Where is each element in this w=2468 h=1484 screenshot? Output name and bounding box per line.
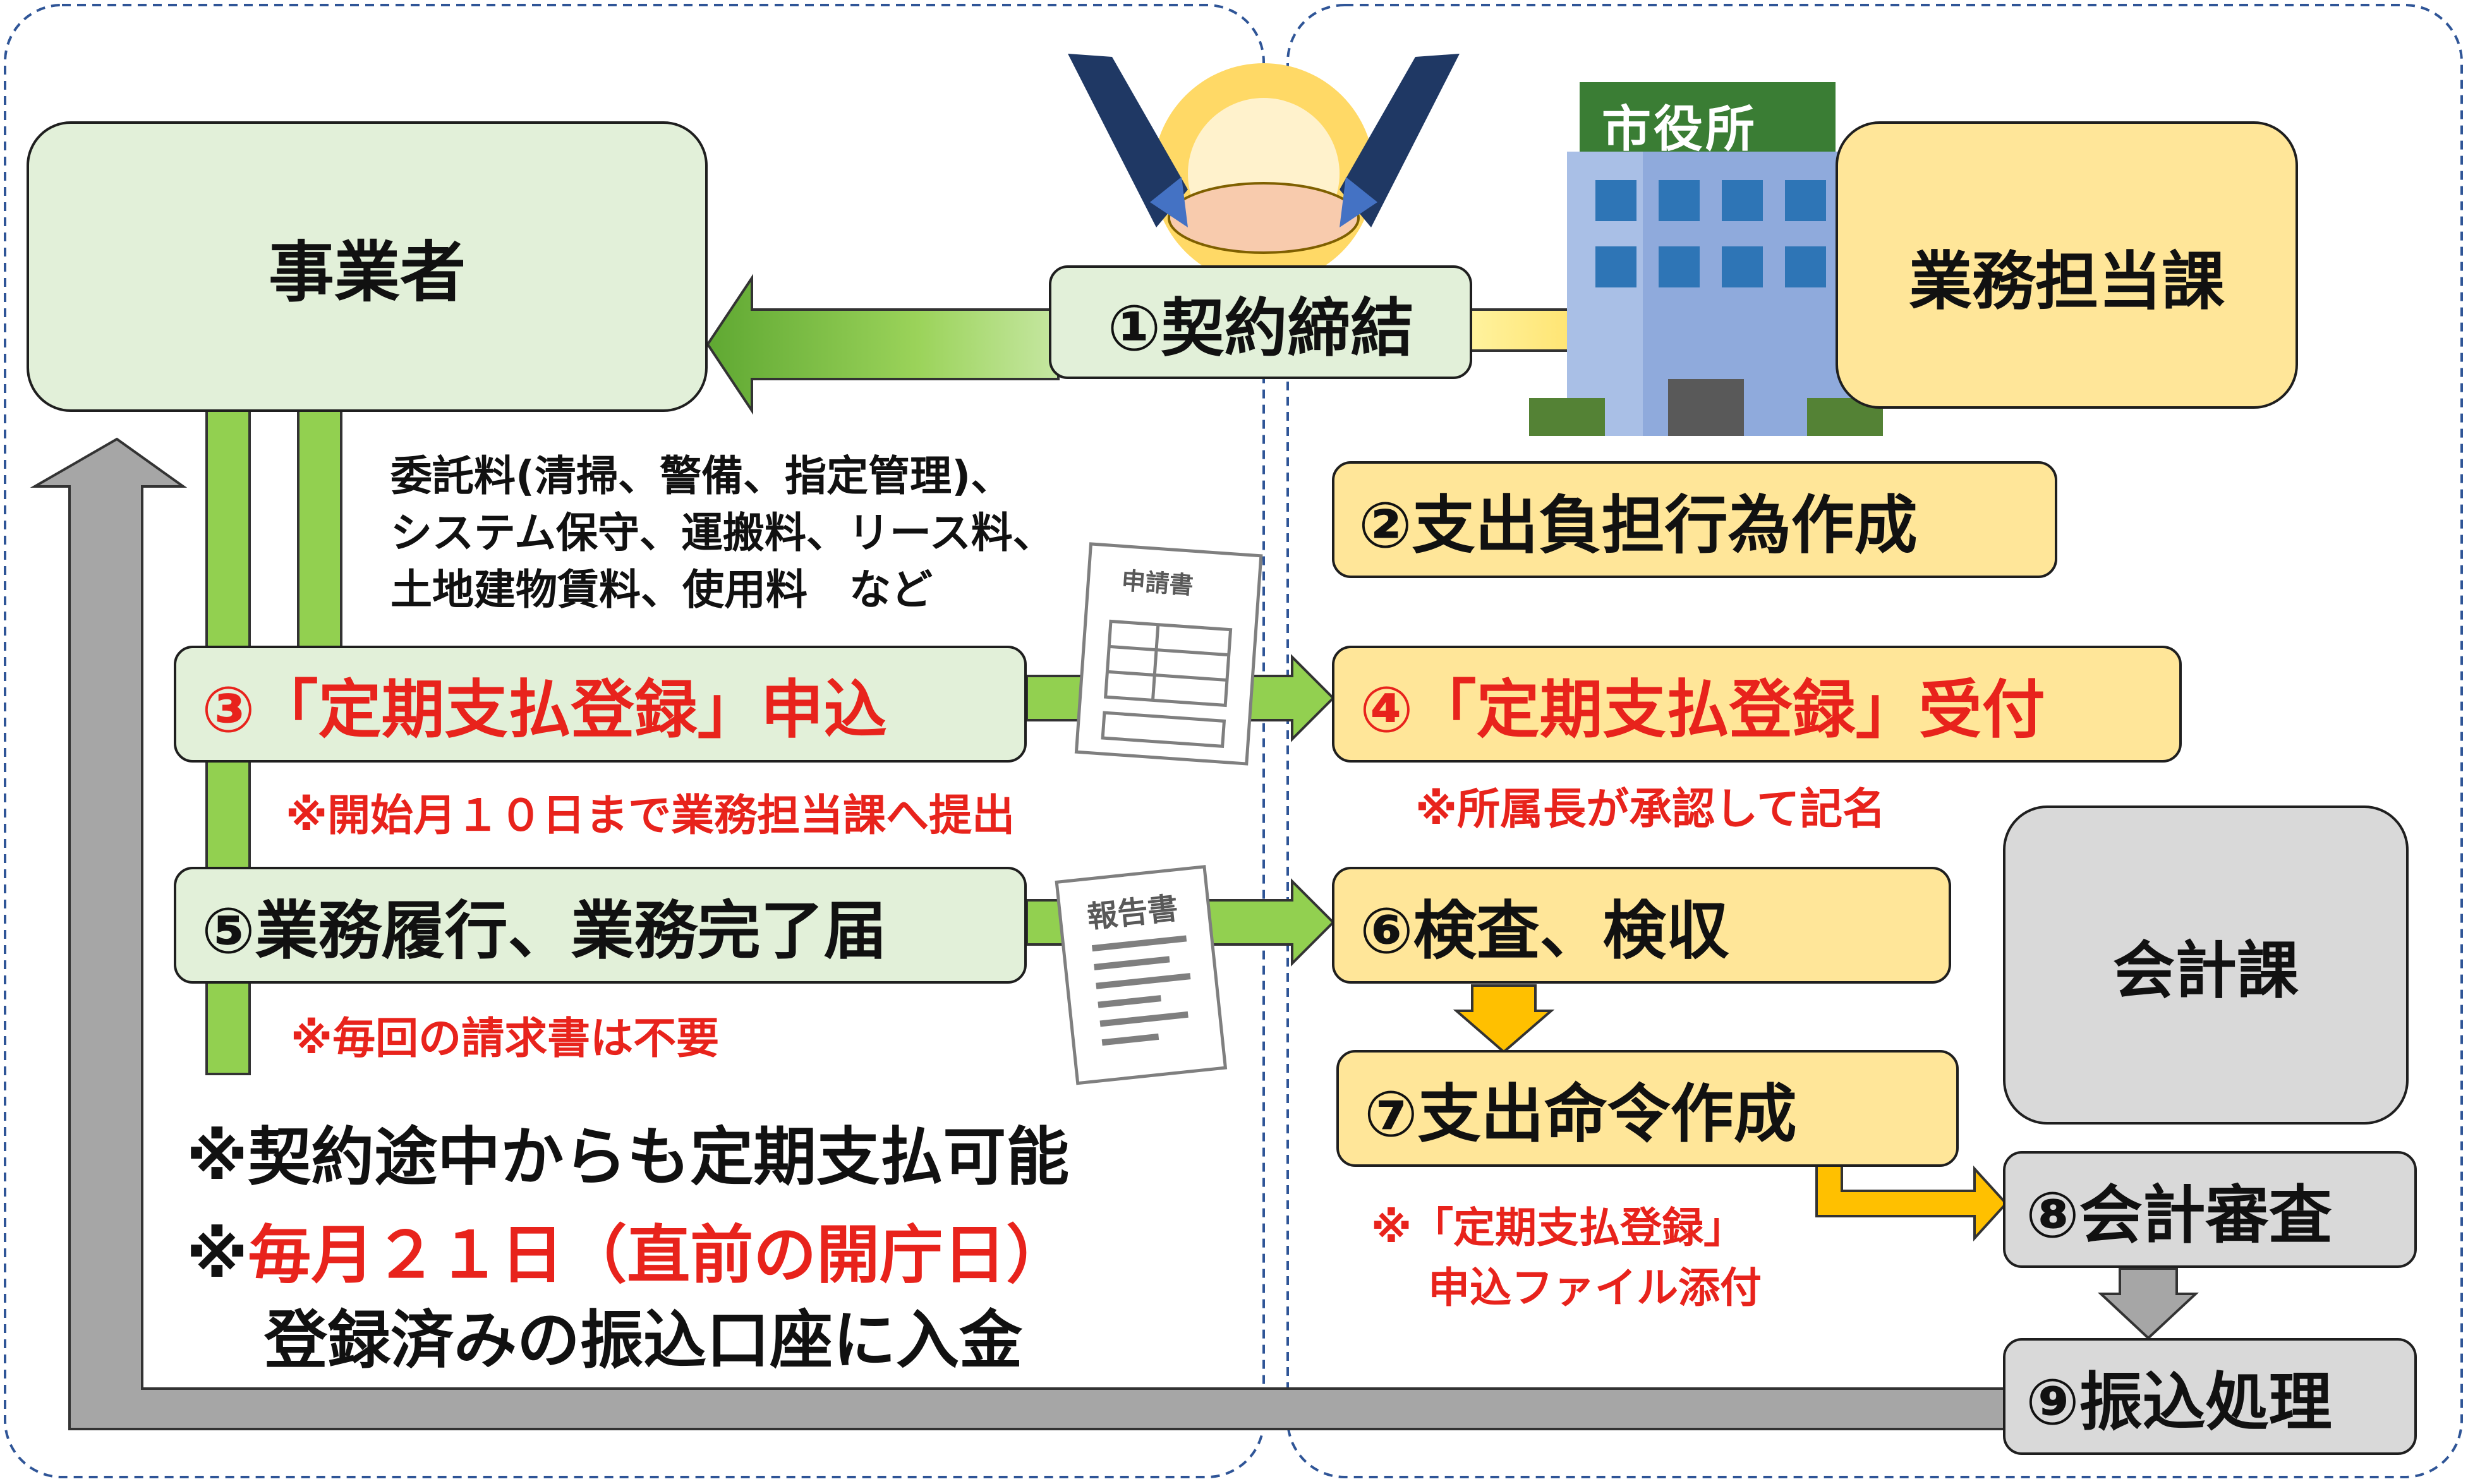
step-3-note: ※開始月１０日まで業務担当課へ提出 (286, 791, 1015, 841)
report-document-icon (1055, 865, 1228, 1085)
report-form-title: 報告書 (1085, 890, 1180, 936)
handshake-icon (1068, 54, 1460, 284)
application-form-title: 申請書 (1120, 567, 1195, 600)
city-hall-building-icon (1529, 82, 1883, 436)
step-3-application-box: ③「定期支払登録」申込 (174, 646, 1027, 763)
city-region (1286, 4, 2463, 1478)
step-6-inspection-box: ⑥検査、検収 (1332, 867, 1951, 984)
business-operator-box: 事業者 (27, 121, 708, 412)
department-in-charge-box: 業務担当課 (1836, 121, 2298, 409)
step-2-burden-box: ②支出負担行為作成 (1332, 461, 2057, 578)
monthly-note-prefix: ※ (186, 1218, 248, 1292)
step-1-contract-box: ①契約締結 (1049, 265, 1472, 379)
audit-to-transfer-arrow (2097, 1267, 2199, 1340)
step-7-payment-order-box: ⑦支出命令作成 (1336, 1050, 1959, 1167)
city-hall-sign: 市役所 (1602, 101, 1758, 158)
midway-contract-note: ※契約途中からも定期支払可能 (186, 1120, 1070, 1194)
step-5-note: ※毎回の請求書は不要 (291, 1014, 720, 1064)
step-4-note: ※所属長が承認して記名 (1415, 785, 1886, 835)
accounting-division-box: 会計課 (2003, 805, 2409, 1125)
step-5-performance-box: ⑤業務履行、業務完了届 (174, 867, 1027, 984)
step-7-note-line-2: 申込ファイル添付 (1428, 1264, 1762, 1312)
step-9-transfer-box: ⑨振込処理 (2003, 1338, 2417, 1455)
operator-region (4, 4, 1265, 1478)
order-to-audit-arrow (1815, 1164, 2008, 1242)
step-4-acceptance-box: ④「定期支払登録」受付 (1332, 646, 2182, 763)
step-8-audit-box: ⑧会計審査 (2003, 1151, 2417, 1268)
payment-return-arrow (30, 437, 2011, 1430)
monthly-note-date: 毎月２１日（直前の開庁日） (248, 1218, 1070, 1292)
application-form-icon (1074, 542, 1263, 766)
fee-types-line-3: 土地建物賃料、使用料 など (390, 565, 933, 614)
fee-types-line-1: 委託料(清掃、警備、指定管理)、 (390, 452, 1013, 500)
monthly-deposit-note: ※毎月２１日（直前の開庁日） (186, 1203, 1069, 1295)
inspection-to-order-arrow (1453, 984, 1555, 1054)
contract-arrow-left (706, 274, 1060, 415)
step-7-note-line-1: ※「定期支払登録」 (1371, 1203, 1746, 1252)
operator-vertical-bar-2 (297, 408, 342, 651)
fee-types-line-2: システム保守、運搬料、リース料、 (390, 509, 1055, 557)
deposit-note: 登録済みの振込口座に入金 (264, 1303, 1022, 1377)
